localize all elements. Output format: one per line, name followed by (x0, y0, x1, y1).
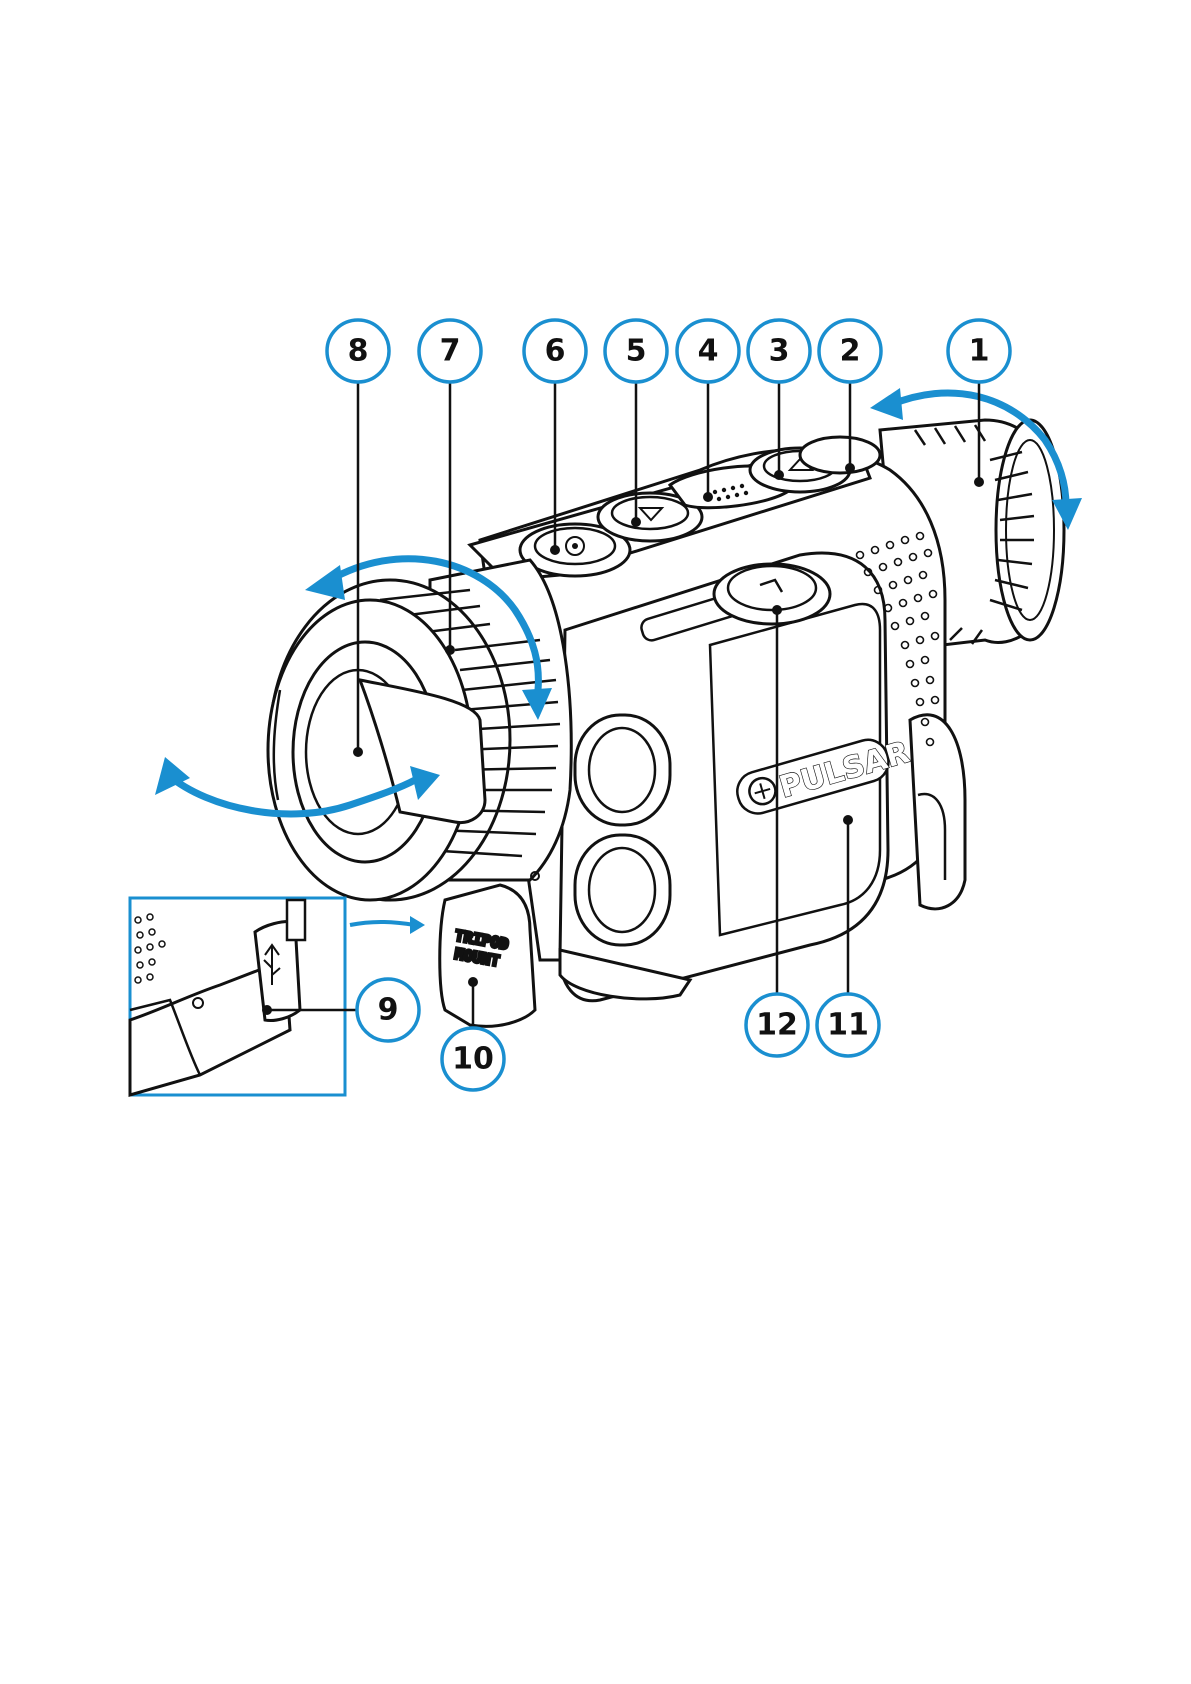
callout-6-label: 6 (545, 334, 566, 369)
callout-5: 5 (605, 320, 667, 382)
callout-12-label: 12 (756, 1008, 798, 1043)
callout-3-label: 3 (769, 334, 790, 369)
callout-10-label: 10 (452, 1042, 494, 1077)
record-button[interactable] (714, 564, 830, 624)
callout-9-label: 9 (378, 993, 399, 1028)
callout-11: 11 (817, 994, 879, 1056)
callout-12: 12 (746, 994, 808, 1056)
callout-9: 9 (357, 979, 419, 1041)
callout-4: 4 (677, 320, 739, 382)
callout-10: 10 (442, 1028, 504, 1090)
callout-2-label: 2 (840, 334, 861, 369)
callout-8: 8 (327, 320, 389, 382)
callout-1: 1 (948, 320, 1010, 382)
callout-6: 6 (524, 320, 586, 382)
callout-8-label: 8 (348, 334, 369, 369)
callout-2: 2 (819, 320, 881, 382)
rear-button[interactable] (800, 437, 880, 473)
callout-11-label: 11 (827, 1008, 869, 1043)
callout-1-label: 1 (969, 334, 990, 369)
tripod-mount-cover: TRIPOD MOUNT (440, 872, 539, 1026)
callout-5-label: 5 (626, 334, 647, 369)
callout-7-label: 7 (440, 334, 461, 369)
lens-barrel (268, 560, 571, 900)
callout-3: 3 (748, 320, 810, 382)
callout-4-label: 4 (698, 334, 719, 369)
callout-7: 7 (419, 320, 481, 382)
